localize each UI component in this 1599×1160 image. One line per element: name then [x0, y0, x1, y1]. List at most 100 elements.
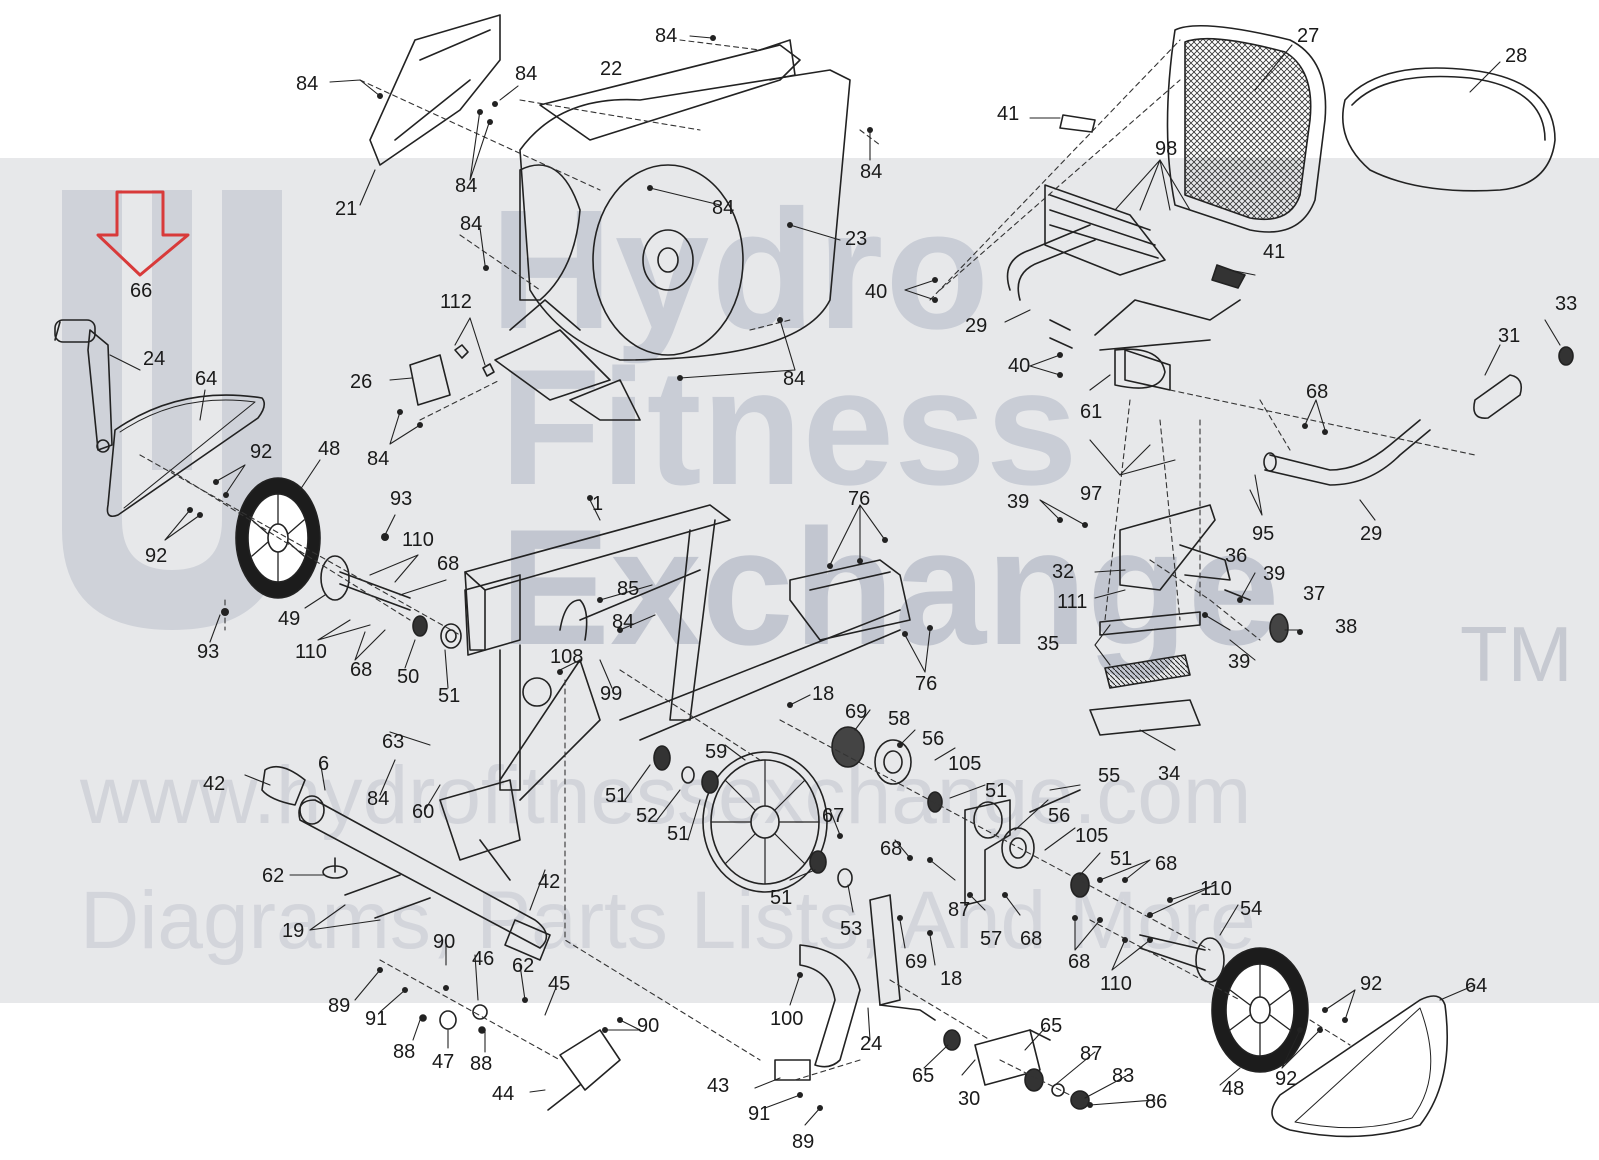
part-number-label: 111: [1057, 591, 1087, 613]
part-number-label: 69: [905, 951, 927, 973]
part-number-label: 28: [1505, 45, 1527, 67]
drive-pulley: [702, 751, 828, 893]
part-number-label: 87: [948, 899, 970, 921]
part-number-label: 46: [472, 948, 494, 970]
part-number-label: 84: [712, 197, 734, 219]
seat-cushion: [1342, 67, 1556, 192]
part-number-label: 84: [655, 25, 677, 47]
seat-back: [1166, 24, 1327, 233]
part-number-label: 90: [637, 1015, 659, 1037]
main-frame: [439, 504, 731, 881]
part-number-label: 64: [195, 368, 217, 390]
part-number-label: 68: [437, 553, 459, 575]
part-number-label: 48: [1222, 1078, 1244, 1100]
part-number-label: 61: [1080, 401, 1102, 423]
part-number-label: 83: [1112, 1065, 1134, 1087]
part-number-label: 18: [940, 968, 962, 990]
part-number-label: 62: [262, 865, 284, 887]
part-number-label: 48: [318, 438, 340, 460]
part-number-label: 26: [350, 371, 372, 393]
part-number-label: 65: [1040, 1015, 1062, 1037]
part-number-label: 30: [958, 1088, 980, 1110]
part-number-label: 51: [605, 785, 627, 807]
part-number-label: 84: [783, 368, 805, 390]
part-number-label: 51: [667, 823, 689, 845]
part-number-label: 56: [1048, 805, 1070, 827]
part-number-label: 19: [282, 920, 304, 942]
part-number-label: 39: [1263, 563, 1285, 585]
part-number-label: 41: [1263, 241, 1285, 263]
watermark-line3: Exchange: [500, 495, 1280, 679]
part-number-label: 40: [865, 281, 887, 303]
part-number-label: 51: [438, 685, 460, 707]
part-number-label: 38: [1335, 616, 1357, 638]
part-number-label: 89: [792, 1131, 814, 1153]
part-number-label: 112: [440, 291, 472, 313]
part-number-label: 84: [296, 73, 318, 95]
part-number-label: 92: [1275, 1068, 1297, 1090]
part-number-label: 24: [860, 1033, 882, 1055]
part-number-label: 68: [1155, 853, 1177, 875]
part-number-label: 84: [612, 611, 634, 633]
crank-arm-left: [54, 319, 113, 453]
part-number-label: 60: [412, 801, 434, 823]
part-number-label: 85: [617, 578, 639, 600]
part-number-label: 65: [912, 1065, 934, 1087]
part-number-label: 34: [1158, 763, 1180, 785]
part-number-label: 110: [295, 641, 327, 663]
part-number-label: 51: [985, 780, 1007, 802]
part-number-label: 21: [335, 198, 357, 220]
part-number-label: 84: [455, 175, 477, 197]
part-number-label: 37: [1303, 583, 1325, 605]
part-number-label: 62: [512, 955, 534, 977]
part-number-label: 54: [1240, 898, 1262, 920]
part-number-label: 49: [278, 608, 300, 630]
part-number-label: 84: [515, 63, 537, 85]
part-number-label: 68: [880, 838, 902, 860]
part-number-label: 87: [1080, 1043, 1102, 1065]
watermark-line1: Hydro: [490, 175, 992, 365]
part-number-label: 33: [1555, 293, 1577, 315]
part-number-label: 52: [636, 805, 658, 827]
part-number-label: 59: [705, 741, 727, 763]
rear-stabilizer: [261, 765, 551, 961]
part-number-label: 47: [432, 1051, 454, 1073]
watermark-tagline: Diagrams, Parts Lists, And More: [80, 875, 1256, 966]
watermark-trademark: TM: [1460, 610, 1573, 698]
part-number-label: 1: [592, 493, 603, 515]
part-number-label: 93: [390, 488, 412, 510]
part-number-label: 64: [1465, 975, 1487, 997]
part-number-label: 84: [460, 213, 482, 235]
part-number-label: 42: [538, 871, 560, 893]
part-number-label: 105: [1075, 825, 1108, 847]
part-number-label: 27: [1297, 25, 1319, 47]
part-number-label: 67: [822, 805, 844, 827]
part-number-label: 91: [365, 1008, 387, 1030]
part-number-label: 55: [1098, 765, 1120, 787]
part-number-label: 29: [965, 315, 987, 337]
part-number-label: 108: [550, 646, 583, 668]
part-number-label: 50: [397, 666, 419, 688]
part-number-label: 88: [470, 1053, 492, 1075]
part-number-label: 84: [367, 448, 389, 470]
part-number-label: 51: [1110, 848, 1132, 870]
part-number-label: 68: [1020, 928, 1042, 950]
part-number-label: 110: [402, 529, 434, 551]
flywheel-right: [1211, 947, 1309, 1073]
part-number-label: 84: [367, 788, 389, 810]
part-number-label: 92: [145, 545, 167, 567]
part-number-label: 92: [250, 441, 272, 463]
part-number-label: 42: [203, 773, 225, 795]
watermark-line2: Fitness: [500, 335, 1078, 519]
part-number-label: 90: [433, 931, 455, 953]
part-number-label: 89: [328, 995, 350, 1017]
part-number-label: 84: [860, 161, 882, 183]
part-number-label: 39: [1228, 651, 1250, 673]
part-number-label: 68: [350, 659, 372, 681]
part-number-label: 69: [845, 701, 867, 723]
part-number-label: 97: [1080, 483, 1102, 505]
highlight-arrow-icon: [96, 190, 190, 277]
part-number-label: 100: [770, 1008, 803, 1030]
